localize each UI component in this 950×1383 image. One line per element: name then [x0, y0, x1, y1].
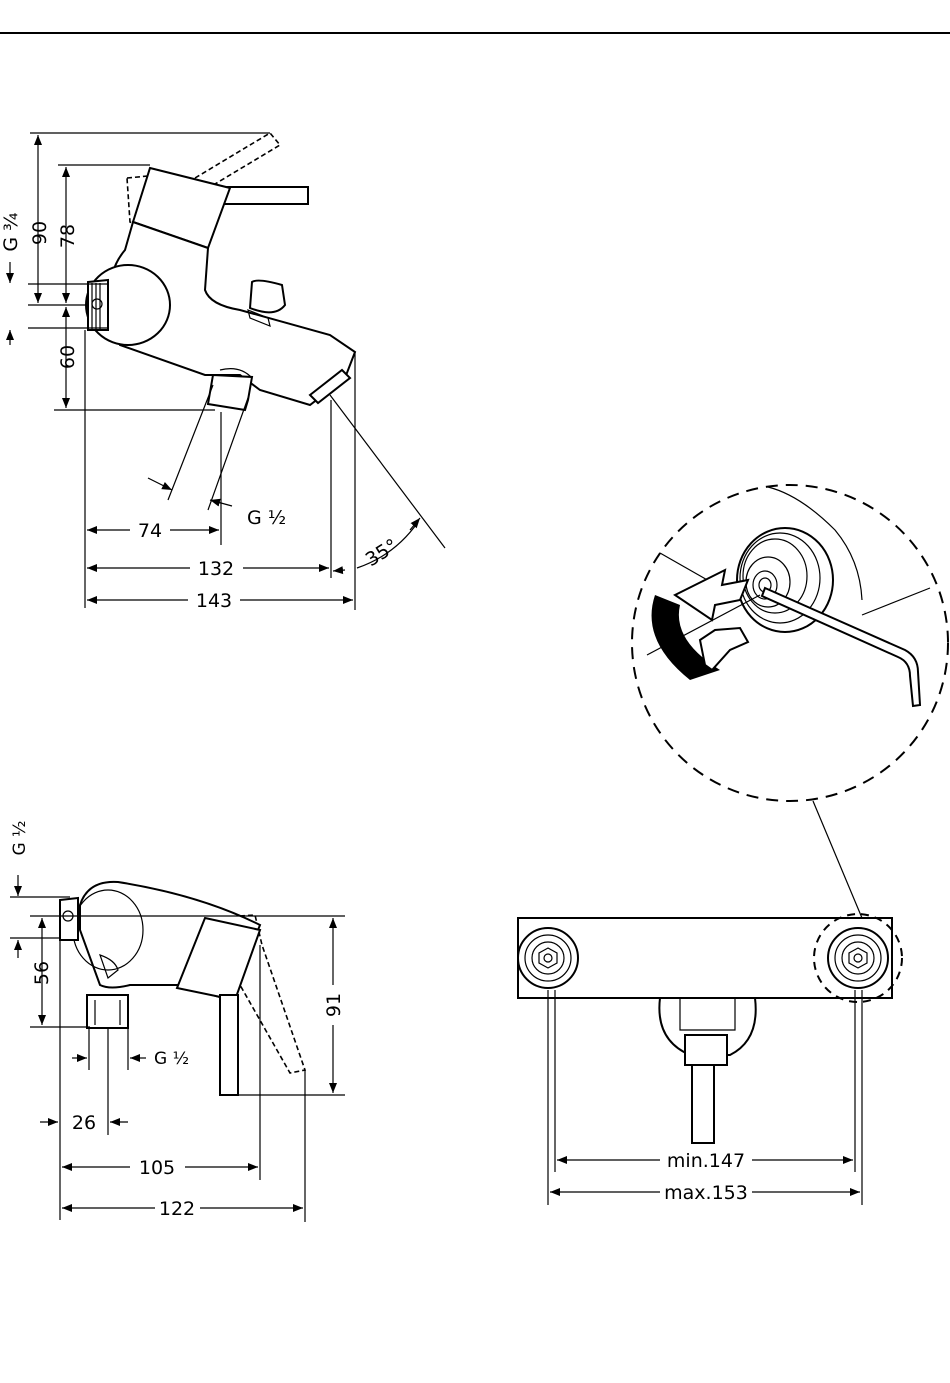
- dim-min147-label: min.147: [667, 1150, 745, 1172]
- dim-26-label: 26: [72, 1112, 96, 1134]
- dim-56-label: 56: [31, 961, 53, 985]
- dim-91-label: 91: [323, 993, 345, 1017]
- top-view-mixer: [86, 133, 355, 410]
- wall-view-mixer: [518, 914, 902, 1143]
- dim-max153-label: max.153: [664, 1182, 748, 1204]
- angle-35-label: 35°: [362, 535, 402, 572]
- dim-60-label: 60: [57, 345, 79, 369]
- rotate-arrow-down: [700, 628, 748, 670]
- side-outlet-nut: [87, 995, 128, 1028]
- inlet-nut: [88, 280, 108, 330]
- thread-g12-label: G ½: [247, 507, 286, 529]
- detail-callout: [632, 485, 948, 918]
- dim-74-label: 74: [138, 520, 162, 542]
- dim-105-label: 105: [139, 1157, 175, 1179]
- right-eccentric: [828, 928, 888, 988]
- thread-g34-label: G ¾: [0, 212, 22, 251]
- dim-78-label: 78: [57, 224, 79, 248]
- side-thread-top-label: G ½: [10, 820, 30, 855]
- side-inlet-nut: [60, 898, 78, 940]
- left-eccentric: [518, 928, 578, 988]
- dim-90-label: 90: [29, 221, 51, 245]
- dim-132-label: 132: [198, 558, 234, 580]
- dim-143-label: 143: [196, 590, 232, 612]
- dim-122-label: 122: [159, 1198, 195, 1220]
- diverter-knob: [250, 281, 285, 313]
- wall-outlet-pipe: [692, 1065, 714, 1143]
- side-thread-bottom-label: G ½: [154, 1049, 189, 1069]
- hex-key: [762, 588, 920, 706]
- side-lever: [220, 995, 238, 1095]
- wall-outlet-nut: [685, 1035, 727, 1065]
